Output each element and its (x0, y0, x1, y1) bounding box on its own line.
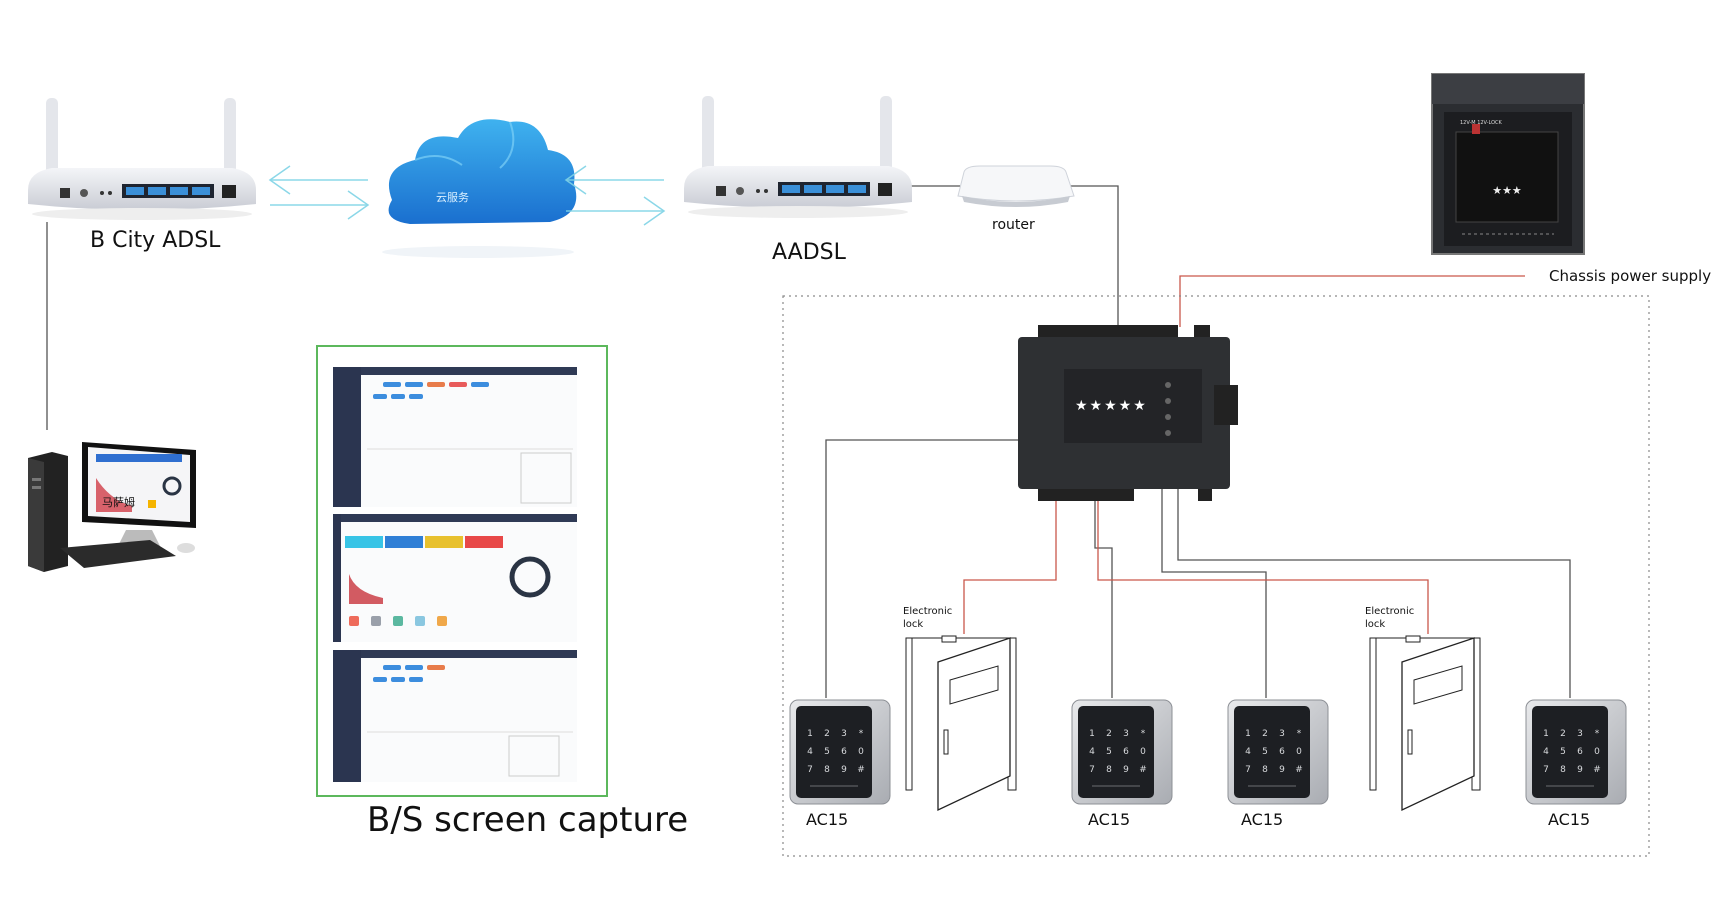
keypad-reader-icon: 1 2 3 * 4 5 6 0 7 8 9 # (789, 699, 891, 805)
svg-text:*: * (859, 729, 864, 739)
wire-controller-to-reader-3 (1161, 488, 1267, 698)
svg-text:7: 7 (807, 765, 813, 775)
svg-text:8: 8 (1262, 765, 1268, 775)
svg-text:*: * (1595, 729, 1600, 739)
svg-text:#: # (857, 765, 865, 775)
aadsl-label: AADSL (772, 240, 846, 265)
svg-text:3: 3 (1577, 729, 1583, 739)
svg-text:9: 9 (841, 765, 847, 775)
svg-text:2: 2 (1106, 729, 1112, 739)
svg-text:2: 2 (824, 729, 830, 739)
svg-text:1: 1 (807, 729, 813, 739)
screen-capture-panel (316, 345, 608, 797)
svg-text:1: 1 (1245, 729, 1251, 739)
computer-screen-label: 马萨姆 (102, 496, 135, 509)
cloud-label: 云服务 (436, 191, 469, 204)
svg-text:3: 3 (841, 729, 847, 739)
svg-text:2: 2 (1560, 729, 1566, 739)
electronic-lock-label: Electronic lock (1365, 606, 1415, 630)
wire-router-to-controller (1065, 185, 1119, 327)
keypad-reader-icon: 1 2 3 * 4 5 6 0 7 8 9 # (1071, 699, 1173, 805)
b-city-adsl-label: B City ADSL (90, 228, 221, 253)
svg-text:4: 4 (1089, 747, 1095, 757)
svg-text:4: 4 (807, 747, 813, 757)
svg-text:9: 9 (1577, 765, 1583, 775)
svg-text:5: 5 (1560, 747, 1566, 757)
svg-text:*: * (1297, 729, 1302, 739)
svg-text:3: 3 (1123, 729, 1129, 739)
svg-text:7: 7 (1245, 765, 1251, 775)
keypad-reader-icon: 1 2 3 * 4 5 6 0 7 8 9 # (1525, 699, 1627, 805)
wire-power-to-controller (1179, 275, 1525, 327)
reader-label: AC15 (1241, 810, 1284, 829)
svg-text:6: 6 (841, 747, 847, 757)
svg-text:#: # (1295, 765, 1303, 775)
door-icon (1369, 635, 1481, 812)
svg-text:4: 4 (1543, 747, 1549, 757)
wire-controller-to-reader-4 (1177, 488, 1571, 698)
wire-controller-to-lock-2 (1097, 488, 1429, 634)
svg-text:6: 6 (1577, 747, 1583, 757)
adsl-router-icon (28, 98, 256, 220)
svg-text:9: 9 (1123, 765, 1129, 775)
door-icon (905, 635, 1017, 812)
svg-text:8: 8 (1560, 765, 1566, 775)
access-zone-frame (782, 295, 1650, 857)
wire-controller-to-lock-1 (963, 488, 1057, 634)
arrow-icon (268, 165, 370, 220)
dashboard-thumbnail (333, 514, 577, 642)
svg-text:0: 0 (1594, 747, 1600, 757)
svg-text:9: 9 (1279, 765, 1285, 775)
power-supply-box-icon: ★★★ 12V-M 12V-LOCK (1431, 73, 1585, 255)
svg-text:0: 0 (1296, 747, 1302, 757)
svg-text:1: 1 (1543, 729, 1549, 739)
svg-text:2: 2 (1262, 729, 1268, 739)
wire-controller-to-reader-2 (1094, 488, 1113, 698)
svg-text:8: 8 (1106, 765, 1112, 775)
svg-text:*: * (1141, 729, 1146, 739)
svg-text:5: 5 (1106, 747, 1112, 757)
wiring (46, 185, 1571, 698)
keypad-reader-icon: 1 2 3 * 4 5 6 0 7 8 9 # (1227, 699, 1329, 805)
svg-text:7: 7 (1543, 765, 1549, 775)
power-supply-label: Chassis power supply (1549, 267, 1712, 285)
reader-label: AC15 (1088, 810, 1131, 829)
svg-text:0: 0 (858, 747, 864, 757)
router-icon (957, 165, 1075, 207)
svg-text:6: 6 (1123, 747, 1129, 757)
arrow-icon (564, 165, 666, 226)
svg-text:0: 0 (1140, 747, 1146, 757)
dashboard-thumbnail (333, 650, 577, 782)
adsl-router-icon (684, 96, 912, 218)
wire-controller-to-reader-1 (825, 439, 1018, 698)
electronic-lock-label: Electronic lock (903, 606, 953, 630)
svg-text:4: 4 (1245, 747, 1251, 757)
svg-text:12V-M 12V-LOCK: 12V-M 12V-LOCK (1460, 120, 1503, 126)
controller-panel-label: ★★★★★ (1075, 398, 1148, 414)
svg-text:7: 7 (1089, 765, 1095, 775)
svg-text:8: 8 (824, 765, 830, 775)
svg-text:3: 3 (1279, 729, 1285, 739)
svg-text:6: 6 (1279, 747, 1285, 757)
screen-capture-label: B/S screen capture (367, 800, 689, 840)
svg-text:#: # (1593, 765, 1601, 775)
svg-text:5: 5 (824, 747, 830, 757)
access-controller-icon (1018, 325, 1238, 501)
dashboard-thumbnail (333, 367, 577, 507)
svg-text:★★★: ★★★ (1492, 184, 1522, 197)
cloud-icon (382, 119, 577, 258)
reader-label: AC15 (806, 810, 849, 829)
router-label: router (992, 217, 1035, 233)
svg-text:5: 5 (1262, 747, 1268, 757)
svg-text:#: # (1139, 765, 1147, 775)
svg-text:1: 1 (1089, 729, 1095, 739)
reader-label: AC15 (1548, 810, 1591, 829)
desktop-computer-icon (28, 442, 196, 572)
